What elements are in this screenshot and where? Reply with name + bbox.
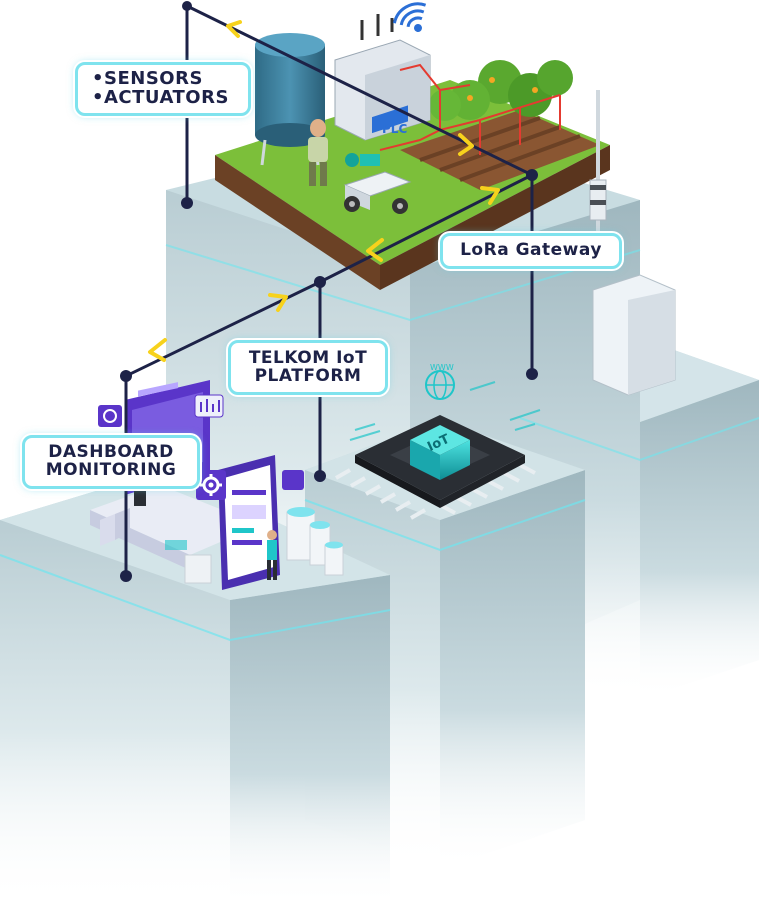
gear-icon: [200, 474, 222, 496]
telkom-iot-platform-label: TELKOM IoT PLATFORM: [228, 340, 388, 395]
plc-label: PLC: [382, 122, 407, 136]
arrow-to-dashboard: [148, 338, 167, 362]
connector-nodes: [120, 1, 538, 582]
telkom-iot-text: TELKOM IoT: [248, 347, 368, 368]
www-label: WWW: [430, 363, 454, 372]
actuators-text: •ACTUATORS: [92, 87, 229, 108]
pump-icon: [345, 153, 380, 167]
antenna-tower-icon: [589, 90, 676, 396]
chip-icon: IoT WWW: [335, 363, 541, 520]
platform-text: PLATFORM: [254, 365, 362, 386]
tree-cluster: [429, 60, 573, 121]
flow-arrows: [148, 20, 500, 362]
lora-gateway-label: LoRa Gateway: [440, 233, 622, 269]
farmer-figure: [308, 119, 328, 186]
wifi-icon: [392, 2, 427, 32]
irrigation-pipes: [379, 63, 561, 155]
arrow-up-gateway: [480, 186, 500, 205]
field-robot-icon: [343, 171, 412, 214]
arrow-down-platform: [366, 238, 384, 262]
arrow-to-sensors: [226, 20, 242, 38]
plc-cabinet-icon: PLC: [334, 14, 431, 141]
arrow-to-gateway: [458, 133, 474, 156]
arrow-up-platform: [268, 293, 288, 312]
dashboard-monitoring-label: DASHBOARD MONITORING: [22, 435, 200, 489]
sensors-text: •SENSORS: [92, 68, 203, 90]
dashboard-text: DASHBOARD: [48, 442, 174, 463]
lora-gateway-text: LoRa Gateway: [460, 240, 602, 261]
water-tank-icon: [255, 33, 325, 166]
monitoring-text: MONITORING: [45, 460, 177, 480]
sensors-actuators-label: •SENSORS •ACTUATORS: [75, 62, 251, 116]
